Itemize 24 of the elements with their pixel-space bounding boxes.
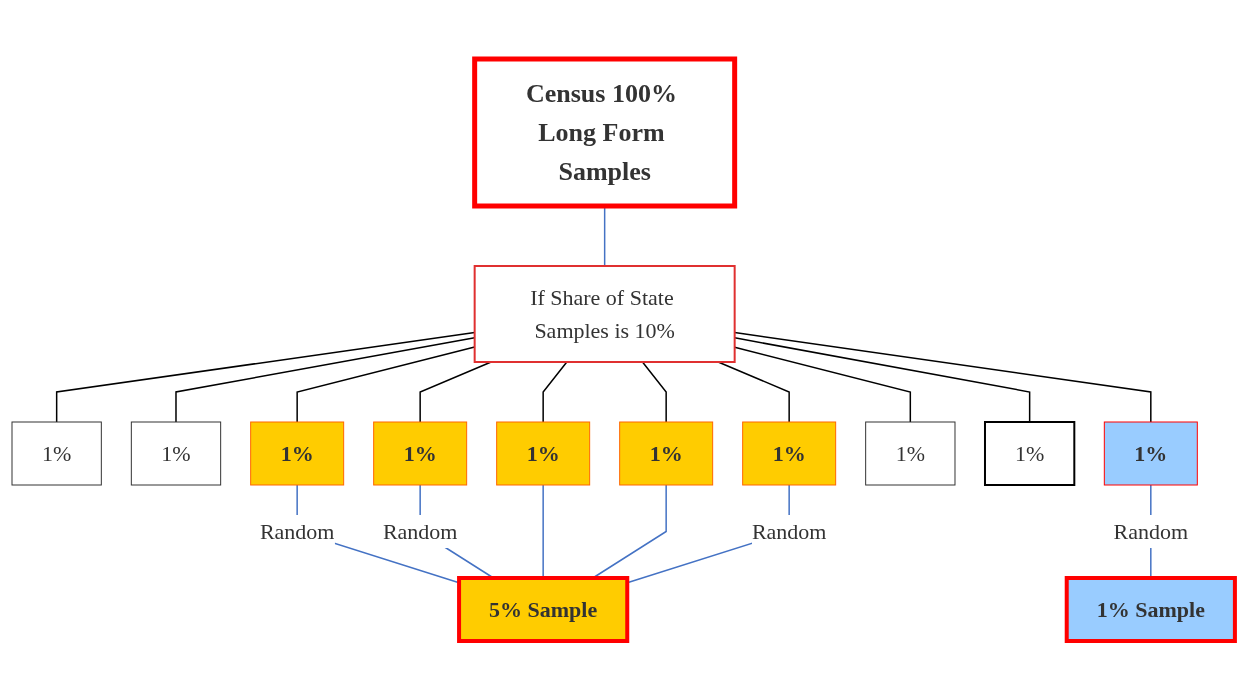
edge-label: Random [259, 519, 335, 544]
node-box: If Share of State Samples is 10% [473, 265, 736, 363]
node-box: Census 100% Long Form Samples [472, 56, 738, 209]
connector [296, 484, 460, 584]
connector [419, 361, 492, 423]
node-box: 1% [373, 421, 468, 486]
edge-label: Random [382, 519, 458, 544]
node-box: 1% [250, 421, 345, 486]
connector [641, 361, 667, 423]
node-box: 1% [865, 421, 956, 486]
node-box: 1% Sample [1064, 576, 1237, 643]
edge-label: Random [1113, 519, 1189, 544]
node-box: 1% [496, 421, 591, 486]
node-box: 1% [619, 421, 714, 486]
node-box: 1% [130, 421, 222, 486]
connector [542, 361, 568, 423]
connector [542, 484, 544, 579]
node-box: 1% [742, 421, 837, 486]
node-box: 5% Sample [457, 576, 630, 643]
node-box: 1% [1103, 421, 1198, 486]
connector [592, 484, 667, 579]
node-box: 1% [11, 421, 102, 486]
edge-label: Random [751, 519, 827, 544]
node-box: 1% [984, 421, 1076, 486]
